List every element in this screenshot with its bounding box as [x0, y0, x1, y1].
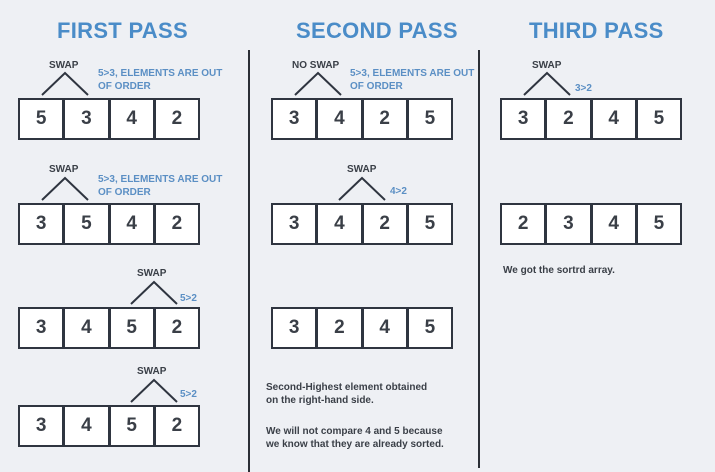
array-cell: 3	[502, 100, 548, 138]
swap-caret-icon	[130, 378, 178, 403]
swap-caret-icon	[294, 71, 342, 96]
array-cell: 3	[273, 205, 319, 243]
comparison-note: 3>2	[575, 83, 592, 94]
comparison-note: 5>2	[180, 293, 197, 304]
first-pass-title: FIRST PASS	[57, 18, 188, 43]
array-cell: 4	[65, 309, 111, 347]
array-cell: 4	[318, 100, 364, 138]
array-row: 3 2 4 5	[500, 98, 682, 140]
array-cell: 3	[547, 205, 593, 243]
array-row: 3 4 2 5	[271, 203, 453, 245]
result-text: We got the sortrd array.	[503, 265, 615, 276]
array-cell: 2	[171, 108, 183, 129]
swap-label: SWAP	[49, 164, 79, 175]
comparison-note: 5>2	[180, 389, 197, 400]
array-cell: 4	[65, 407, 111, 445]
array-row: 3 2 4 5	[271, 307, 453, 349]
swap-label: SWAP	[137, 366, 167, 377]
comparison-note: 4>2	[390, 186, 407, 197]
divider-left	[248, 50, 250, 472]
array-cell: 3	[20, 407, 66, 445]
third-pass-title: THIRD PASS	[529, 18, 664, 43]
second-pass-title: SECOND PASS	[296, 18, 458, 43]
swap-caret-icon	[523, 71, 571, 96]
array-row: 3 5 4 2	[18, 203, 200, 245]
array-cell: 2	[171, 415, 183, 436]
array-cell: 4	[111, 100, 156, 138]
array-cell: 5	[653, 108, 665, 129]
array-cell: 3	[20, 205, 66, 243]
array-cell: 2	[318, 309, 364, 347]
swap-caret-icon	[130, 280, 178, 305]
array-cell: 2	[364, 205, 409, 243]
array-cell: 5	[20, 100, 66, 138]
array-cell: 3	[273, 100, 319, 138]
swap-caret-icon	[41, 71, 89, 96]
array-row: 3 4 5 2	[18, 405, 200, 447]
swap-label: SWAP	[137, 268, 167, 279]
array-cell: 4	[593, 205, 638, 243]
array-cell: 5	[111, 407, 156, 445]
array-cell: 3	[273, 309, 319, 347]
array-cell: 3	[65, 100, 111, 138]
array-row: 3 4 5 2	[18, 307, 200, 349]
array-cell: 4	[111, 205, 156, 243]
array-cell: 5	[424, 317, 436, 338]
swap-label: SWAP	[49, 60, 79, 71]
array-cell: 4	[364, 309, 409, 347]
array-cell: 2	[364, 100, 409, 138]
array-row: 3 4 2 5	[271, 98, 453, 140]
array-row: 2 3 4 5	[500, 203, 682, 245]
array-cell: 4	[593, 100, 638, 138]
array-cell: 2	[171, 213, 183, 234]
swap-caret-icon	[338, 176, 386, 201]
array-cell: 5	[65, 205, 111, 243]
array-cell: 5	[653, 213, 665, 234]
array-cell: 4	[318, 205, 364, 243]
array-cell: 5	[111, 309, 156, 347]
array-cell: 2	[547, 100, 593, 138]
swap-label: SWAP	[347, 164, 377, 175]
array-cell: 3	[20, 309, 66, 347]
array-cell: 2	[171, 317, 183, 338]
swap-label: SWAP	[532, 60, 562, 71]
array-row: 5 3 4 2	[18, 98, 200, 140]
array-cell: 5	[424, 108, 436, 129]
array-cell: 5	[424, 213, 436, 234]
swap-label: NO SWAP	[292, 60, 340, 71]
swap-caret-icon	[41, 176, 89, 201]
array-cell: 2	[502, 205, 548, 243]
divider-right	[478, 50, 480, 468]
